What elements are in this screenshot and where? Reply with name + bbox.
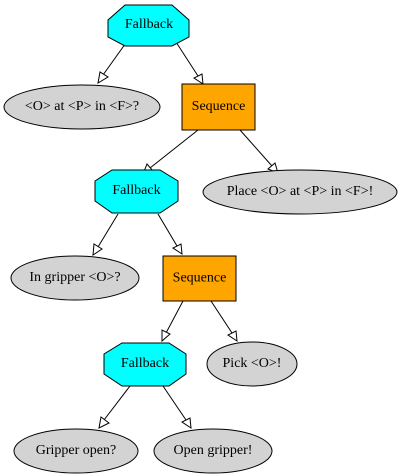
sequence-2-node: Sequence — [162, 255, 237, 302]
place-action-label: Place <O> at <P> in <F>! — [227, 184, 374, 199]
fallback-3-label: Fallback — [121, 356, 169, 371]
condition-o-at-p-in-f-node: <O> at <P> in <F>? — [3, 84, 161, 130]
edge-fallback-2-to-sequence-2 — [157, 213, 183, 256]
fallback-root-label: Fallback — [125, 17, 173, 32]
gripper-open-condition-label: Gripper open? — [36, 443, 116, 458]
edge-fallback-root-to-condition — [97, 39, 129, 84]
pick-action-label: Pick <O>! — [223, 356, 282, 371]
pick-action-node: Pick <O>! — [206, 341, 298, 387]
in-gripper-condition-node: In gripper <O>? — [10, 255, 140, 301]
fallback-3-node: Fallback — [103, 342, 187, 387]
sequence-2-label: Sequence — [173, 271, 227, 286]
condition-o-at-p-in-f-label: <O> at <P> in <F>? — [25, 99, 139, 114]
edge-fallback-root-to-sequence-1 — [175, 41, 204, 86]
fallback-2-node: Fallback — [94, 169, 179, 214]
open-gripper-action-label: Open gripper! — [174, 443, 253, 458]
edge-sequence-1-to-place-action — [239, 129, 279, 174]
edge-sequence-1-to-fallback-2 — [142, 129, 199, 175]
fallback-root-node: Fallback — [107, 4, 190, 47]
fallback-2-label: Fallback — [112, 183, 160, 198]
sequence-1-node: Sequence — [181, 83, 256, 131]
edge-sequence-2-to-pick-action — [210, 300, 238, 343]
edge-fallback-3-to-open-gripper — [162, 385, 192, 430]
edge-fallback-2-to-in-gripper — [92, 213, 119, 256]
edge-sequence-2-to-fallback-3 — [161, 300, 184, 343]
place-action-node: Place <O> at <P> in <F>! — [202, 169, 398, 215]
open-gripper-action-node: Open gripper! — [153, 428, 273, 474]
edge-fallback-3-to-gripper-open — [98, 385, 131, 429]
in-gripper-condition-label: In gripper <O>? — [29, 270, 120, 285]
sequence-1-label: Sequence — [192, 99, 246, 114]
gripper-open-condition-node: Gripper open? — [13, 428, 139, 474]
